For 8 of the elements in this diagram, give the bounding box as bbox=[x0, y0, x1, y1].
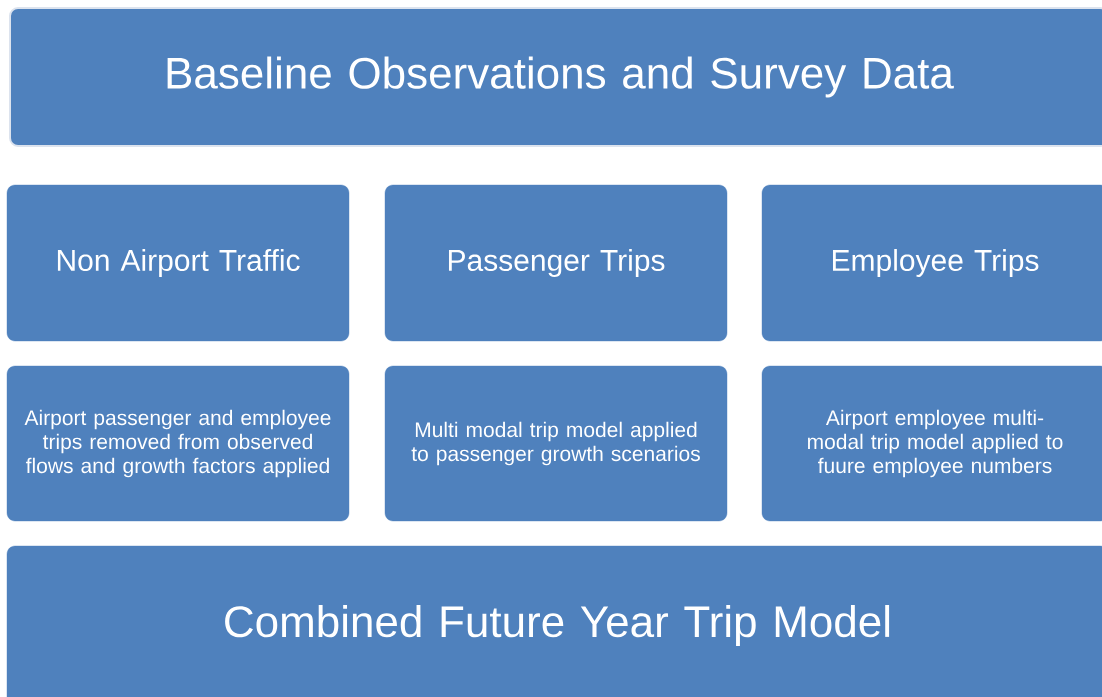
description-box: Multi modal trip model applied to passenger growth scenarios bbox=[384, 365, 728, 522]
category-box: Employee Trips bbox=[761, 184, 1102, 342]
category-box: Non Airport Traffic bbox=[6, 184, 350, 342]
category-box: Passenger Trips bbox=[384, 184, 728, 342]
heading-box: Baseline Observations and Survey Data bbox=[9, 7, 1102, 147]
description-box: Airport passenger and employee trips removed from observed flows and growth factors applied bbox=[6, 365, 350, 522]
result-box: Combined Future Year Trip Model bbox=[6, 545, 1102, 697]
description-box: Airport employee multi-modal trip model applied to fuure employee numbers bbox=[761, 365, 1102, 522]
